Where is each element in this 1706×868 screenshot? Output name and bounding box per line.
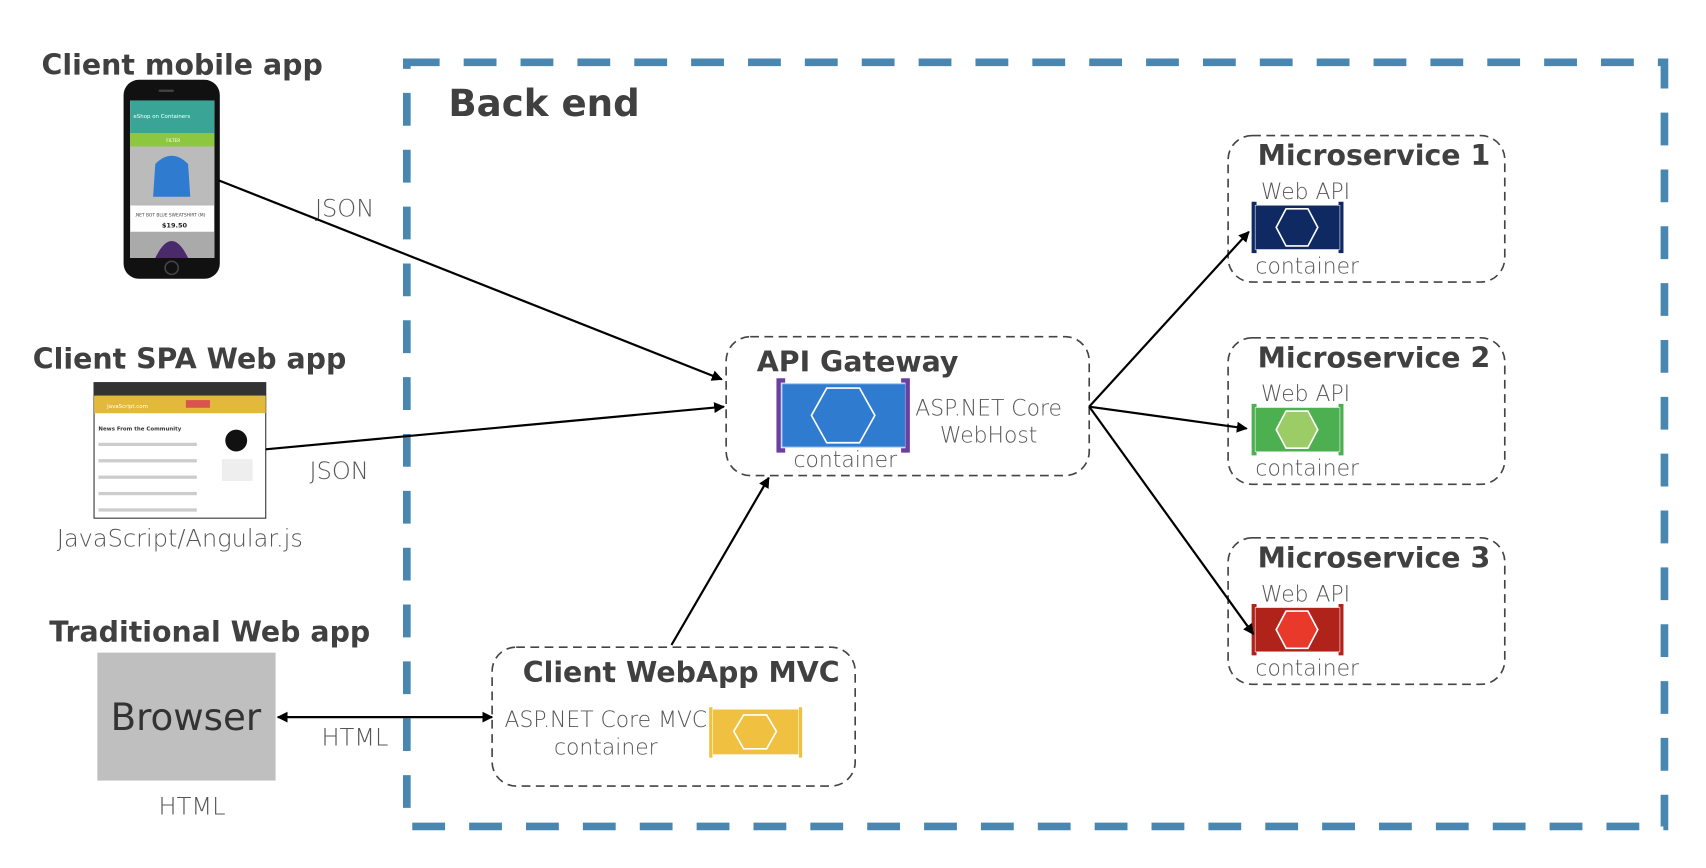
backend-title: Back end bbox=[448, 81, 639, 125]
gateway-line2: WebHost bbox=[940, 424, 1037, 449]
api-gateway-box bbox=[725, 335, 1091, 477]
mvc-line1: ASP.NET Core MVC bbox=[505, 708, 708, 733]
gateway-line1: ASP.NET Core bbox=[915, 396, 1062, 421]
phone-image: eShop on Containers FILTER .NET BOT BLUE… bbox=[123, 79, 220, 279]
container-icon bbox=[1251, 403, 1344, 456]
container-icon bbox=[1251, 603, 1344, 656]
microservice-2: Microservice 2 Web API container bbox=[1227, 336, 1506, 486]
arrow-gateway-to-ms2 bbox=[1089, 405, 1248, 433]
microservice-container-label: container bbox=[1255, 657, 1359, 682]
microservice-box bbox=[1227, 537, 1506, 686]
browser-caption: HTML bbox=[159, 792, 226, 820]
microservice-title: Microservice 1 bbox=[1258, 139, 1491, 172]
browser-label: Browser bbox=[111, 695, 262, 739]
spa-protocol-label: JSON bbox=[309, 457, 368, 485]
microservice-box bbox=[1227, 134, 1506, 283]
microservice-1: Microservice 1 Web API container bbox=[1227, 134, 1506, 283]
traditional-client-title: Traditional Web app bbox=[49, 616, 370, 649]
spa-site-name: JavaScript.com bbox=[106, 404, 148, 410]
mvc-title: Client WebApp MVC bbox=[523, 656, 840, 689]
spa-client-title: Client SPA Web app bbox=[33, 342, 347, 375]
spa-heading: News From the Community bbox=[98, 427, 181, 433]
browser-box bbox=[97, 652, 276, 781]
microservice-api-label: Web API bbox=[1261, 582, 1350, 607]
container-icon bbox=[1251, 201, 1344, 254]
gateway-container-label: container bbox=[794, 448, 898, 473]
phone-product: .NET BOT BLUE SWEATSHIRT (M) bbox=[135, 212, 206, 218]
phone-price: $19.50 bbox=[162, 221, 188, 229]
microservice-container-label: container bbox=[1255, 457, 1359, 482]
html-protocol-label: HTML bbox=[322, 724, 389, 752]
mobile-protocol-label: JSON bbox=[315, 194, 374, 222]
microservice-api-label: Web API bbox=[1261, 382, 1350, 407]
mvc-container-icon bbox=[709, 707, 803, 758]
phone-screen-title: eShop on Containers bbox=[133, 114, 190, 120]
microservice-3: Microservice 3 Web API container bbox=[1227, 537, 1506, 686]
mvc-line2: container bbox=[554, 735, 658, 760]
api-gateway-title: API Gateway bbox=[757, 346, 959, 379]
arrow-mobile-to-gateway bbox=[218, 179, 723, 381]
arrow-mvc-to-gateway bbox=[670, 476, 770, 646]
mvc-box bbox=[491, 646, 857, 787]
spa-screenshot: JavaScript.com News From the Community bbox=[93, 382, 267, 519]
mobile-client-title: Client mobile app bbox=[42, 48, 323, 81]
spa-caption: JavaScript/Angular.js bbox=[57, 525, 303, 553]
arrow-gateway-to-ms1 bbox=[1088, 230, 1250, 408]
microservice-container-label: container bbox=[1255, 254, 1359, 279]
backend-boundary bbox=[402, 58, 1669, 831]
microservice-title: Microservice 3 bbox=[1258, 541, 1491, 574]
connections bbox=[218, 179, 1255, 723]
microservice-title: Microservice 2 bbox=[1258, 341, 1491, 374]
arrow-gateway-to-ms3 bbox=[1088, 406, 1255, 635]
microservice-api-label: Web API bbox=[1261, 180, 1350, 205]
arrow-spa-to-gateway bbox=[265, 402, 726, 451]
phone-filter: FILTER bbox=[166, 138, 180, 144]
microservice-box bbox=[1227, 336, 1506, 486]
gateway-container-icon bbox=[776, 378, 910, 453]
